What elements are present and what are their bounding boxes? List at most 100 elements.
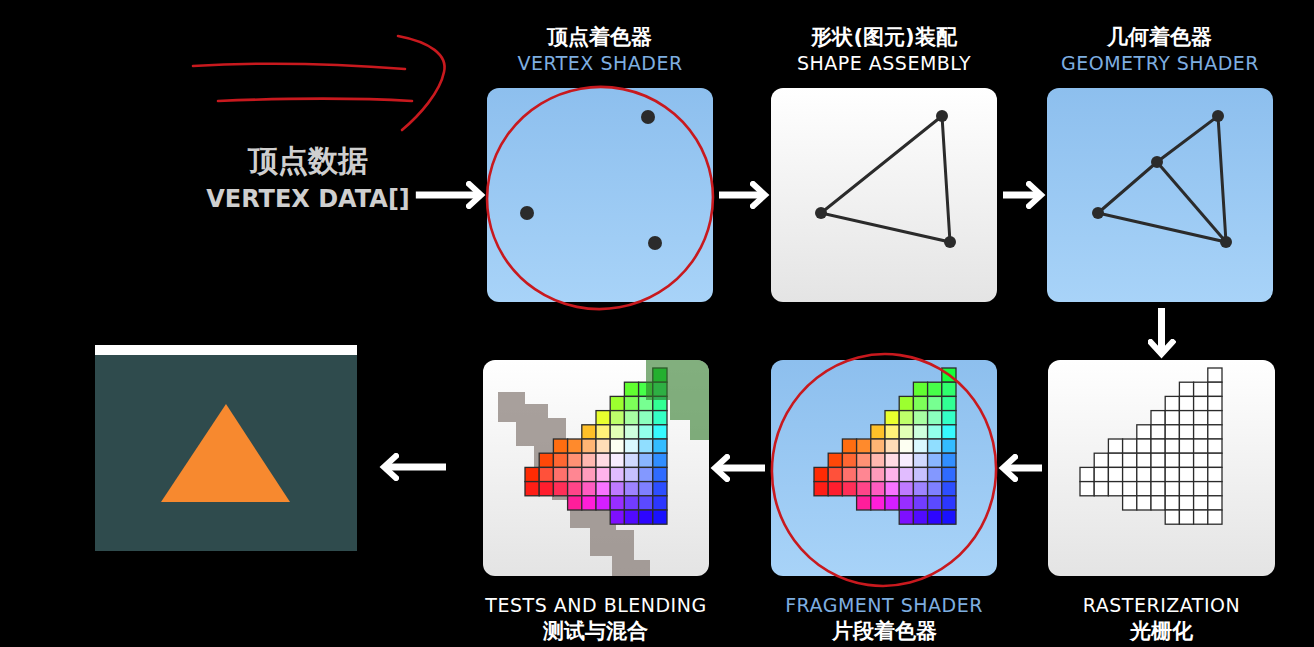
pixel-cell xyxy=(1208,425,1222,439)
pixel-cell xyxy=(1208,467,1222,481)
pixel-cell xyxy=(1179,482,1193,496)
stage-heading: FRAGMENT SHADER片段着色器 xyxy=(785,592,983,644)
pixel-cell xyxy=(582,453,596,467)
pixel-cell xyxy=(871,453,885,467)
flow-arrow xyxy=(715,465,765,472)
stage-name-zh: 几何着色器 xyxy=(1061,24,1259,50)
pixel-cell xyxy=(596,467,610,481)
assembled-triangle xyxy=(815,110,956,248)
flow-arrow xyxy=(1003,192,1041,199)
pixel-cell xyxy=(624,425,638,439)
pixel-cell xyxy=(1194,496,1208,510)
pixel-cell xyxy=(928,496,942,510)
stage-name-en: VERTEX DATA[] xyxy=(206,182,410,216)
pixel-cell xyxy=(1094,453,1108,467)
pixel-cell xyxy=(913,482,927,496)
pixel-cell xyxy=(639,453,653,467)
pixel-cell xyxy=(1208,496,1222,510)
pixel-cell xyxy=(899,482,913,496)
pixel-cell xyxy=(582,482,596,496)
stage-heading: TESTS AND BLENDING测试与混合 xyxy=(485,592,706,644)
pixel-cell xyxy=(1137,467,1151,481)
pixel-cell xyxy=(899,453,913,467)
vertex-dot xyxy=(1220,236,1232,248)
pixel-cell xyxy=(1194,382,1208,396)
triangle-outline xyxy=(821,116,950,242)
stage-name-en: RASTERIZATION xyxy=(1083,592,1240,618)
pixel-cell xyxy=(899,439,913,453)
pixel-cell xyxy=(653,482,667,496)
pixel-cell xyxy=(639,510,653,524)
pixel-cell xyxy=(928,453,942,467)
pixel-cell xyxy=(942,510,956,524)
pixel-cell xyxy=(653,453,667,467)
pixel-cell xyxy=(596,453,610,467)
pixel-cell xyxy=(1151,453,1165,467)
pixel-cell xyxy=(525,467,539,481)
stage-name-en: TESTS AND BLENDING xyxy=(485,592,706,618)
pixel-cell xyxy=(913,496,927,510)
pixel-cell xyxy=(1108,467,1122,481)
pixel-cell xyxy=(1165,396,1179,410)
stage-name-en: SHAPE ASSEMBLY xyxy=(797,50,971,76)
pixel-cell xyxy=(1108,453,1122,467)
pixel-cell xyxy=(899,467,913,481)
pixel-cell xyxy=(885,496,899,510)
vertex-dot xyxy=(648,236,662,250)
pixel-cell xyxy=(1123,467,1137,481)
pixel-cell xyxy=(624,382,638,396)
triangle-outline xyxy=(1098,116,1226,242)
pixel-cell xyxy=(1137,453,1151,467)
stage-name-en: GEOMETRY SHADER xyxy=(1061,50,1259,76)
pixel-cell xyxy=(1179,425,1193,439)
pixel-cell xyxy=(928,482,942,496)
pixel-cell xyxy=(842,482,856,496)
pixel-cell xyxy=(610,439,624,453)
pixel-cell xyxy=(1194,482,1208,496)
fragment-grid xyxy=(814,368,956,524)
pixel-cell xyxy=(928,382,942,396)
vertex-dot xyxy=(1151,156,1163,168)
pixel-cell xyxy=(553,482,567,496)
pixel-cell xyxy=(942,396,956,410)
pixel-cell xyxy=(1179,382,1193,396)
pixel-cell xyxy=(1123,453,1137,467)
pixel-cell xyxy=(1208,382,1222,396)
geometry-triangles xyxy=(1092,110,1232,248)
pixel-cell xyxy=(942,411,956,425)
pixel-cell xyxy=(553,467,567,481)
stage-name-en: VERTEX SHADER xyxy=(517,50,682,76)
pixel-cell xyxy=(928,439,942,453)
blend-illustration xyxy=(498,360,709,576)
pixel-cell xyxy=(1179,496,1193,510)
pixel-cell xyxy=(624,396,638,410)
stage-heading: 形状(图元)装配SHAPE ASSEMBLY xyxy=(797,24,971,76)
pixel-cell xyxy=(568,439,582,453)
pixel-cell xyxy=(871,496,885,510)
vertex-dot xyxy=(815,207,827,219)
pixel-cell xyxy=(568,482,582,496)
pixel-cell xyxy=(639,425,653,439)
pixel-cell xyxy=(1123,439,1137,453)
pixel-cell xyxy=(942,467,956,481)
annotation-marks xyxy=(193,36,1011,600)
pixel-cell xyxy=(1165,482,1179,496)
pixel-cell xyxy=(1151,411,1165,425)
pixel-cell xyxy=(1179,510,1193,524)
pixel-cell xyxy=(942,453,956,467)
pixel-cell xyxy=(1165,467,1179,481)
pixel-cell xyxy=(885,482,899,496)
pixel-cell xyxy=(942,482,956,496)
flow-arrow xyxy=(719,192,765,199)
pixel-cell xyxy=(928,467,942,481)
pixel-cell xyxy=(568,496,582,510)
pixel-cell xyxy=(639,439,653,453)
pixel-cell xyxy=(857,496,871,510)
pixel-cell xyxy=(857,439,871,453)
window-titlebar xyxy=(95,345,357,355)
stage-heading: RASTERIZATION光栅化 xyxy=(1083,592,1240,644)
pixel-cell xyxy=(624,439,638,453)
pixel-cell xyxy=(928,396,942,410)
pixel-cell xyxy=(1094,467,1108,481)
